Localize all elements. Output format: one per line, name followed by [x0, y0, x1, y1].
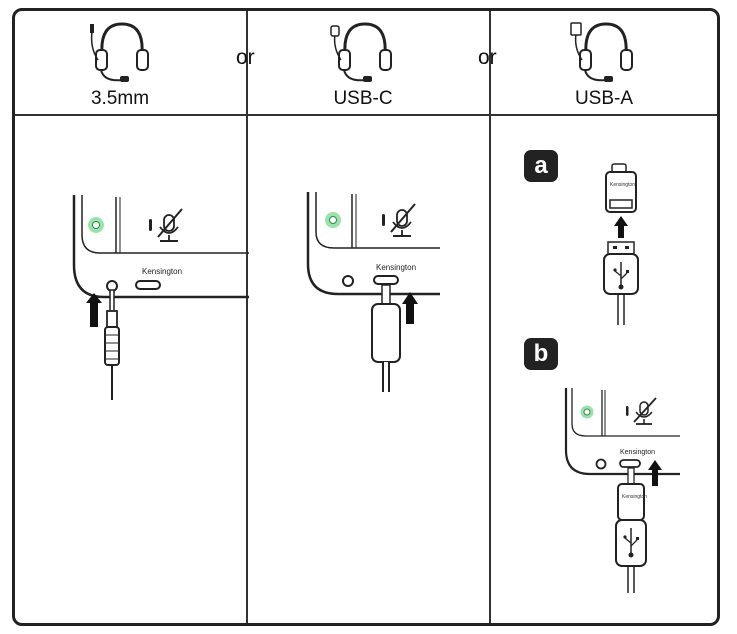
- usb-c-port: [619, 459, 641, 468]
- audio-port: [595, 458, 607, 470]
- microphone-muted-icon: [633, 397, 657, 425]
- mute-indicator-icon: [382, 214, 385, 226]
- device-usb-a-illustration: Kensington Kensington: [564, 388, 680, 593]
- usb-c-port: [373, 275, 399, 285]
- headset-3-5mm-icon: [90, 22, 149, 82]
- brand-label: Kensington: [142, 267, 182, 276]
- column-divider: [246, 11, 248, 623]
- audio-port: [342, 275, 354, 287]
- brand-label: Kensington: [620, 449, 655, 456]
- brand-label: Kensington: [376, 263, 416, 272]
- step-b-badge: b: [524, 338, 558, 370]
- device-usb-c-illustration: Kensington: [306, 192, 440, 392]
- column-label-3-5mm: 3.5mm: [90, 88, 150, 109]
- headset-usb-a-icon: [570, 22, 633, 82]
- usb-symbol-icon: [623, 528, 639, 558]
- column-label-usb-a: USB-A: [574, 88, 634, 109]
- mute-indicator-icon: [626, 406, 629, 416]
- header-divider: [15, 114, 717, 116]
- usb-c-port: [135, 280, 161, 290]
- step-a-badge: a: [524, 150, 558, 182]
- insert-arrow-icon: [402, 292, 418, 324]
- insert-arrow-icon: [648, 460, 662, 486]
- brand-label: Kensington: [622, 494, 647, 500]
- column-label-usb-c: USB-C: [333, 88, 393, 109]
- microphone-muted-icon: [390, 203, 416, 237]
- microphone-muted-icon: [157, 208, 183, 242]
- column-divider: [489, 11, 491, 623]
- mute-indicator-icon: [149, 219, 152, 231]
- headset-usb-c-icon: [330, 22, 392, 82]
- insert-arrow-icon: [614, 216, 628, 238]
- insert-arrow-icon: [86, 293, 102, 327]
- usb-symbol-icon: [613, 262, 629, 290]
- or-separator: or: [478, 46, 497, 69]
- brand-label: Kensington: [610, 182, 635, 188]
- device-3-5mm-illustration: Kensington: [72, 195, 249, 400]
- usb-c-to-a-adapter-illustration: Kensington: [603, 163, 639, 325]
- or-separator: or: [236, 46, 255, 69]
- instruction-frame: [12, 8, 720, 626]
